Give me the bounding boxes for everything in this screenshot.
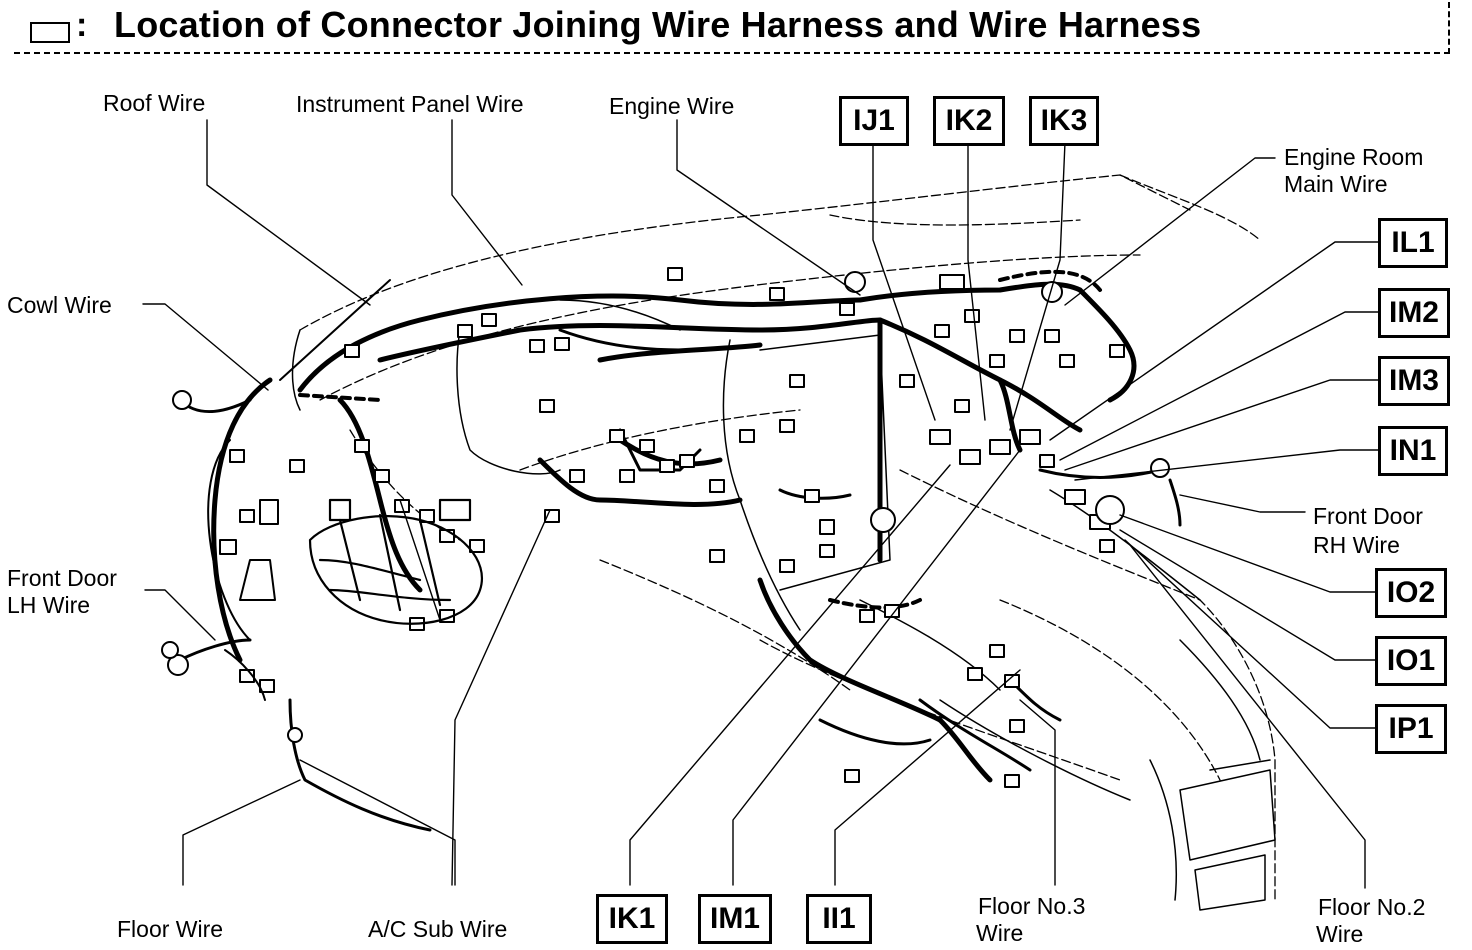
label-instrument-panel-wire: Instrument Panel Wire [296, 91, 524, 117]
connector-legend-box-icon [30, 22, 70, 43]
label-floor-no2-wire-line1: Floor No.2 [1318, 894, 1426, 920]
cowl-side-detail [207, 279, 391, 701]
connector-io2: IO2 [1375, 568, 1447, 618]
title-frame [14, 2, 1450, 54]
engine-cluster [308, 498, 483, 625]
dashboard-outline [299, 174, 1276, 901]
leader-lines [142, 119, 1381, 889]
connector-ik2: IK2 [933, 96, 1005, 146]
harness-connectors [219, 267, 1125, 788]
connector-io1: IO1 [1375, 636, 1447, 686]
label-ac-sub-wire: A/C Sub Wire [368, 916, 508, 942]
label-floor-no3-wire-line1: Floor No.3 [978, 893, 1086, 919]
label-engine-wire: Engine Wire [609, 93, 735, 119]
title-colon: : [76, 6, 88, 44]
label-front-door-lh-wire-line1: Front Door [7, 565, 117, 591]
connector-il1: IL1 [1378, 218, 1448, 268]
connector-ij1: IJ1 [839, 96, 909, 146]
label-roof-wire: Roof Wire [103, 90, 206, 116]
connector-im2: IM2 [1378, 288, 1450, 338]
connector-ii1: II1 [806, 894, 872, 944]
label-engine-room-main-wire-line2: Main Wire [1284, 171, 1388, 197]
connector-ik1: IK1 [596, 894, 668, 944]
label-engine-room-main-wire-line1: Engine Room [1284, 144, 1424, 170]
label-front-door-rh-wire-line2: RH Wire [1313, 532, 1400, 558]
diagram-title: Location of Connector Joining Wire Harne… [114, 4, 1202, 45]
connector-ip1: IP1 [1375, 704, 1447, 754]
label-floor-no3-wire-line2: Wire [976, 920, 1024, 946]
grommets [161, 271, 1170, 743]
secondary-harness [178, 328, 1182, 832]
connector-im3: IM3 [1378, 356, 1450, 406]
connector-in1: IN1 [1378, 426, 1448, 476]
label-cowl-wire: Cowl Wire [7, 292, 112, 318]
label-floor-wire: Floor Wire [117, 916, 224, 942]
label-front-door-lh-wire-line2: LH Wire [7, 592, 91, 618]
label-floor-no2-wire-line2: Wire [1316, 921, 1364, 947]
connector-im1: IM1 [698, 894, 772, 944]
connector-ik3: IK3 [1029, 96, 1099, 146]
label-front-door-rh-wire-line1: Front Door [1313, 503, 1423, 529]
